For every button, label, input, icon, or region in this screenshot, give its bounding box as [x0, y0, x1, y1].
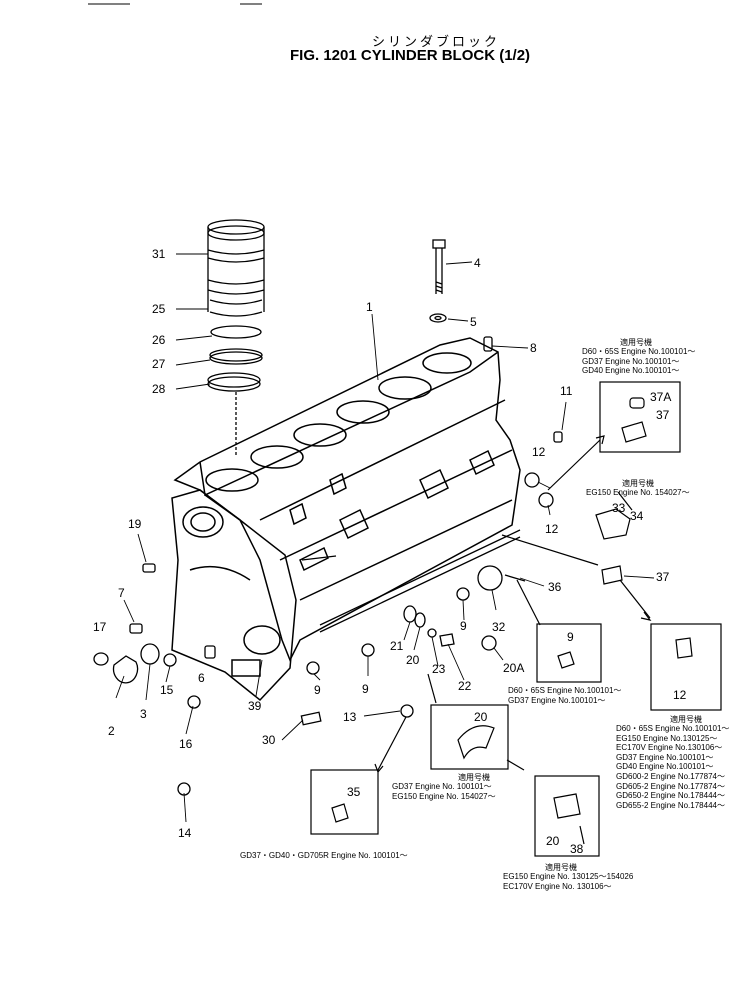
plug-12-b	[538, 492, 554, 508]
callout-7: 7	[118, 586, 125, 600]
inset-box-20	[430, 704, 509, 770]
callout-20-inset-b: 20	[546, 834, 560, 848]
head-bolt	[432, 239, 446, 294]
applicability-9: D60・65S Engine No.100101～ GD37 Engine No…	[508, 686, 622, 705]
callout-12-b: 12	[545, 522, 559, 536]
callout-38: 38	[570, 842, 584, 856]
callout-34: 34	[630, 509, 644, 523]
plug-12-a	[524, 472, 540, 488]
nipple-36	[504, 574, 526, 582]
inset-box-9	[536, 623, 602, 683]
applicability-38: EG150 Engine No. 130125～154026 EC170V En…	[503, 872, 634, 891]
callout-9-b: 9	[362, 682, 369, 696]
o-ring-28	[207, 372, 261, 388]
callout-39: 39	[248, 699, 262, 713]
callout-30: 30	[262, 733, 276, 747]
bolt-30	[300, 711, 322, 726]
pin-19	[142, 563, 156, 573]
callout-20-a: 20	[406, 653, 420, 667]
callout-1: 1	[366, 300, 373, 314]
plug-17	[93, 652, 109, 666]
inset-box-38	[534, 775, 600, 857]
callout-20A: 20A	[503, 661, 525, 675]
plug-9-lower	[306, 661, 320, 675]
callout-28: 28	[152, 382, 166, 396]
callout-27: 27	[152, 357, 166, 371]
washer-20	[414, 612, 426, 628]
callout-16: 16	[179, 737, 193, 751]
callout-33: 33	[612, 501, 626, 515]
washer-23	[427, 628, 437, 638]
plug-20A	[481, 635, 497, 651]
plug-6	[204, 645, 216, 659]
cylinder-liner	[207, 219, 265, 317]
callout-31: 31	[152, 247, 166, 261]
callout-11: 11	[560, 384, 573, 398]
callout-9-c: 9	[460, 619, 467, 633]
page-title: FIG. 1201 CYLINDER BLOCK (1/2)	[290, 47, 531, 64]
applicability-12: D60・65S Engine No.100101～ EG150 Engine N…	[616, 724, 730, 810]
applicability-heading-34: 適用号機	[622, 479, 654, 488]
applicability-heading-20: 適用号機	[458, 773, 490, 782]
callout-19: 19	[128, 517, 142, 531]
callout-15: 15	[160, 683, 174, 697]
callout-9-a: 9	[314, 683, 321, 697]
callout-3: 3	[140, 707, 147, 721]
callout-25: 25	[152, 302, 166, 316]
callout-35: 35	[347, 785, 361, 799]
inset-box-12	[650, 623, 722, 711]
valve-32	[477, 565, 503, 591]
callout-13: 13	[343, 710, 357, 724]
applicability-heading-37a: 適用号機	[620, 338, 652, 347]
callout-2: 2	[108, 724, 115, 738]
applicability-34: EG150 Engine No. 154027～	[586, 488, 690, 497]
callout-37: 37	[656, 570, 670, 584]
callout-37A: 37A	[650, 390, 672, 404]
applicability-heading-38: 適用号機	[545, 863, 577, 872]
title-japanese: シリンダブロック	[372, 34, 501, 49]
plug-9-upper	[456, 587, 470, 601]
callout-12-a: 12	[532, 445, 546, 459]
applicability-35: GD37・GD40・GD705R Engine No. 100101～	[240, 851, 408, 860]
plug-9-mid	[361, 643, 375, 657]
inset-box-37a	[599, 381, 681, 453]
callout-9-inset: 9	[567, 630, 574, 644]
bolt-22	[439, 633, 455, 647]
callout-20-inset: 20	[474, 710, 488, 724]
callout-26: 26	[152, 333, 166, 347]
o-ring-26	[210, 325, 262, 339]
callout-22: 22	[458, 679, 472, 693]
callout-32: 32	[492, 620, 506, 634]
cylinder-block	[173, 337, 521, 662]
callout-6: 6	[198, 671, 205, 685]
callout-37-inset: 37	[656, 408, 670, 422]
front-plate	[171, 489, 297, 702]
gasket-21	[403, 605, 417, 623]
plug-13	[400, 704, 414, 718]
callout-14: 14	[178, 826, 192, 840]
applicability-heading-12: 適用号機	[670, 715, 702, 724]
callout-12-inset: 12	[673, 688, 687, 702]
pin-7	[129, 623, 143, 634]
callout-17: 17	[93, 620, 107, 634]
applicability-37a: D60・65S Engine No.100101～ GD37 Engine No…	[582, 347, 696, 376]
callout-36: 36	[548, 580, 562, 594]
callout-21: 21	[390, 639, 404, 653]
dowel-pin	[483, 336, 493, 352]
applicability-20: GD37 Engine No. 100101～ EG150 Engine No.…	[392, 782, 496, 801]
callout-5: 5	[470, 315, 477, 329]
callout-4: 4	[474, 256, 481, 270]
plug-16	[187, 695, 201, 709]
washer	[429, 313, 447, 323]
callout-23: 23	[432, 662, 446, 676]
callout-8: 8	[530, 341, 537, 355]
plug-15	[163, 653, 177, 667]
cup-plug-2	[112, 655, 139, 684]
inset-box-35	[310, 769, 379, 835]
pin-11	[553, 431, 563, 443]
cup-plug-3	[140, 643, 160, 665]
o-ring-27	[209, 348, 263, 362]
